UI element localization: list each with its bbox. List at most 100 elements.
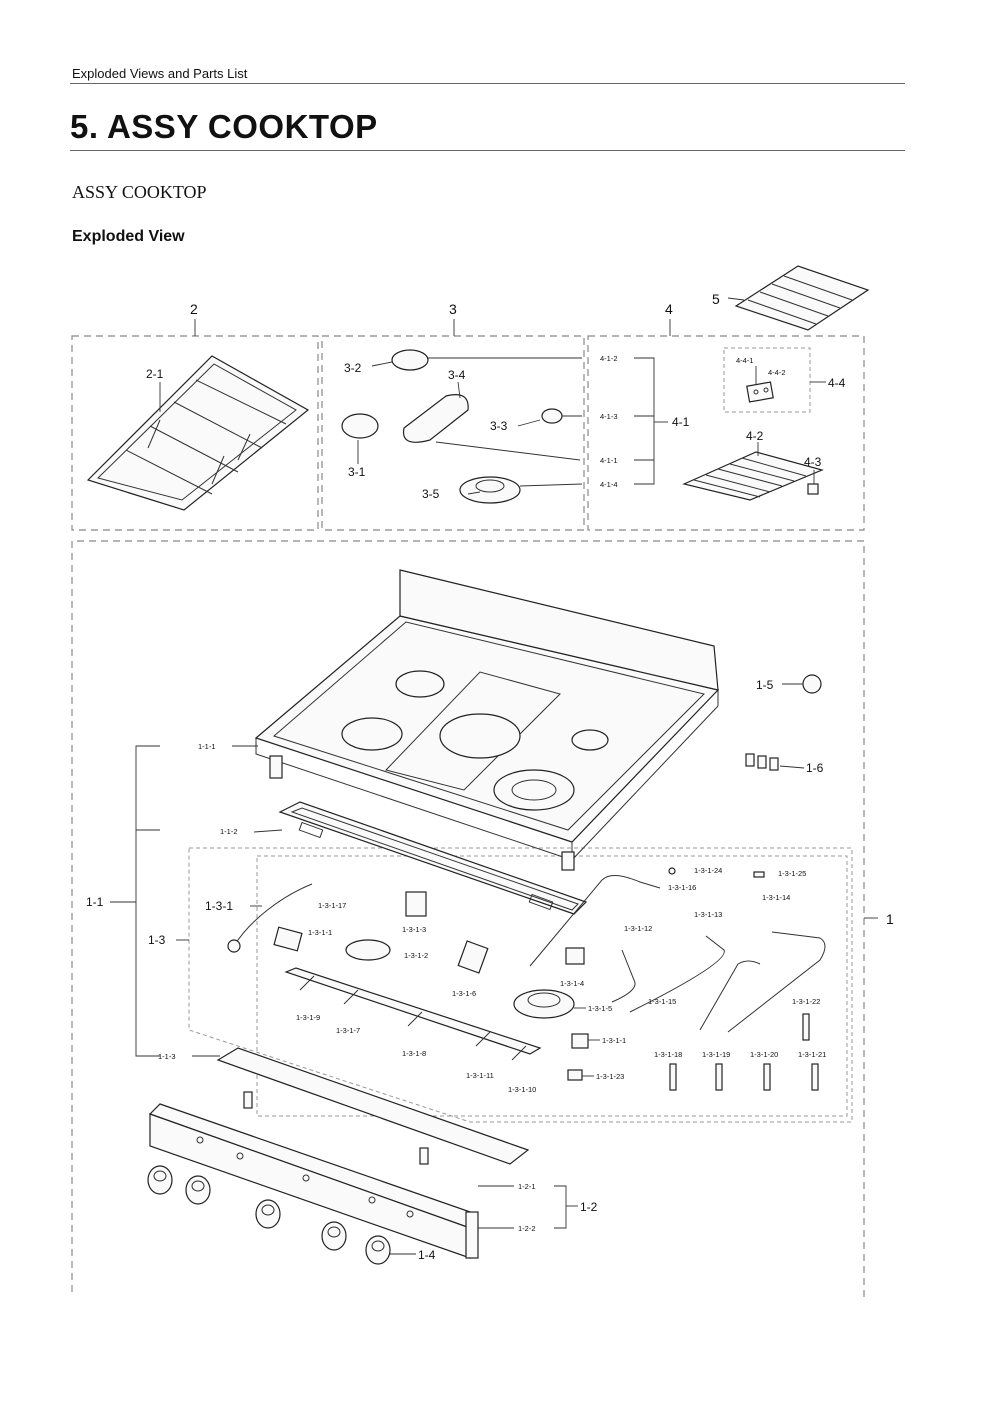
label-4-1-2: 4-1-2 bbox=[600, 354, 618, 363]
label-1-2-2: 1-2-2 bbox=[518, 1224, 536, 1233]
label-1-3-1-5: 1-3-1-5 bbox=[588, 1004, 612, 1013]
label-1-3-1-1b: 1-3-1-1 bbox=[602, 1036, 626, 1045]
label-1-3-1-19: 1-3-1-19 bbox=[702, 1050, 730, 1059]
group-box-4 bbox=[587, 335, 865, 531]
knob-5 bbox=[365, 1235, 391, 1265]
knob-3 bbox=[255, 1199, 281, 1229]
label-1-3-1-16: 1-3-1-16 bbox=[668, 883, 696, 892]
label-3-1: 3-1 bbox=[348, 465, 366, 479]
label-1-3-1-7: 1-3-1-7 bbox=[336, 1026, 360, 1035]
part-4-3 bbox=[807, 483, 819, 495]
label-1-3-1-8: 1-3-1-8 bbox=[402, 1049, 426, 1058]
label-group-4: 4 bbox=[665, 301, 673, 317]
grate-2-1 bbox=[86, 355, 310, 511]
label-1-3-1-3: 1-3-1-3 bbox=[402, 925, 426, 934]
cap-3-3 bbox=[541, 408, 563, 424]
label-4-4-2: 4-4-2 bbox=[768, 368, 786, 377]
label-1-3-1-6: 1-3-1-6 bbox=[452, 989, 476, 998]
tube-1-3-1-13 bbox=[629, 935, 725, 1013]
part-1-3-1-1b bbox=[571, 1033, 589, 1049]
valve-1-3-1-2 bbox=[345, 939, 391, 961]
tube-1-3-1-12 bbox=[611, 949, 636, 1003]
label-4-1: 4-1 bbox=[672, 415, 690, 429]
label-1-3-1-18: 1-3-1-18 bbox=[654, 1050, 682, 1059]
label-1-3-1-24: 1-3-1-24 bbox=[694, 866, 722, 875]
electrode-1-3-1-19 bbox=[715, 1063, 723, 1091]
oval-cap-3-4 bbox=[402, 394, 469, 443]
manifold-1-3-1 bbox=[227, 883, 542, 1061]
label-1-2: 1-2 bbox=[580, 1200, 598, 1214]
label-4-1-1: 4-1-1 bbox=[600, 456, 618, 465]
rack-5 bbox=[734, 265, 870, 331]
label-1-1-2: 1-1-2 bbox=[220, 827, 238, 836]
part-1-3-1-24 bbox=[668, 867, 676, 875]
label-3-3: 3-3 bbox=[490, 419, 508, 433]
electrode-1-3-1-22 bbox=[802, 1013, 810, 1041]
knob-1 bbox=[147, 1165, 173, 1195]
label-1-3-1-2: 1-3-1-2 bbox=[404, 951, 428, 960]
part-labels: 2 3 4 5 1 2-1 3-2 3-4 3-3 3-1 3-5 4-1-2 … bbox=[86, 291, 894, 1262]
part-1-6 bbox=[745, 753, 779, 771]
label-4-1-3: 4-1-3 bbox=[600, 412, 618, 421]
label-4-4: 4-4 bbox=[828, 376, 846, 390]
part-1-3-1-4 bbox=[565, 947, 585, 965]
label-4-3: 4-3 bbox=[804, 455, 822, 469]
subtitle: ASSY COOKTOP bbox=[72, 182, 207, 202]
knob-4 bbox=[321, 1221, 347, 1251]
electrode-1-3-1-18 bbox=[669, 1063, 677, 1091]
label-1-3-1-20: 1-3-1-20 bbox=[750, 1050, 778, 1059]
label-group-5: 5 bbox=[712, 291, 720, 307]
label-1-3-1-4: 1-3-1-4 bbox=[560, 979, 584, 988]
tube-1-3-1-14 bbox=[727, 931, 826, 1033]
label-1-3-1-9: 1-3-1-9 bbox=[296, 1013, 320, 1022]
title-rule bbox=[70, 150, 905, 151]
label-group-3: 3 bbox=[449, 301, 457, 317]
label-1-3-1: 1-3-1 bbox=[205, 899, 233, 913]
label-1-3: 1-3 bbox=[148, 933, 166, 947]
part-4-4-2 bbox=[746, 381, 774, 403]
part-1-3-1-25 bbox=[753, 871, 765, 878]
label-3-5: 3-5 bbox=[422, 487, 440, 501]
label-1-3-1-25: 1-3-1-25 bbox=[778, 869, 806, 878]
cooktop-1-1-1 bbox=[254, 569, 720, 871]
valve-1-3-1-6 bbox=[457, 940, 489, 974]
bracket-1-1-3 bbox=[216, 1047, 530, 1165]
running-header: Exploded Views and Parts List bbox=[72, 66, 248, 81]
label-1-2-1: 1-2-1 bbox=[518, 1182, 536, 1191]
label-1-6: 1-6 bbox=[806, 761, 824, 775]
label-1-3-1-1a: 1-3-1-1 bbox=[308, 928, 332, 937]
label-4-4-1: 4-4-1 bbox=[736, 356, 754, 365]
label-1-3-1-11: 1-3-1-11 bbox=[466, 1071, 494, 1080]
label-4-1-4: 4-1-4 bbox=[600, 480, 618, 489]
label-1-3-1-21: 1-3-1-21 bbox=[798, 1050, 826, 1059]
label-1-3-1-15: 1-3-1-15 bbox=[648, 997, 676, 1006]
tube-1-3-1-16 bbox=[529, 875, 661, 967]
label-3-2: 3-2 bbox=[344, 361, 362, 375]
label-group-2: 2 bbox=[190, 301, 198, 317]
label-1-3-1-23: 1-3-1-23 bbox=[596, 1072, 624, 1081]
knob-2 bbox=[185, 1175, 211, 1205]
label-1-3-1-14: 1-3-1-14 bbox=[762, 893, 790, 902]
label-1-1-1: 1-1-1 bbox=[198, 742, 216, 751]
group-box-4-4 bbox=[723, 347, 811, 413]
label-1-3-1-10: 1-3-1-10 bbox=[508, 1085, 536, 1094]
label-1-4: 1-4 bbox=[418, 1248, 436, 1262]
rack-4-2 bbox=[682, 451, 824, 501]
valve-1-3-1-1 bbox=[273, 926, 303, 952]
control-panel-1-2 bbox=[148, 1103, 479, 1259]
part-1-3-1-23 bbox=[567, 1069, 583, 1081]
label-group-1: 1 bbox=[886, 911, 894, 927]
label-3-4: 3-4 bbox=[448, 368, 466, 382]
label-4-2: 4-2 bbox=[746, 429, 764, 443]
valve-1-3-1-3 bbox=[405, 891, 427, 917]
label-1-1-3: 1-1-3 bbox=[158, 1052, 176, 1061]
part-1-5 bbox=[802, 674, 822, 694]
label-1-3-1-17: 1-3-1-17 bbox=[318, 901, 346, 910]
electrode-1-3-1-20 bbox=[763, 1063, 771, 1091]
group-box-1-3-1 bbox=[256, 855, 848, 1117]
rail-1-1-2 bbox=[278, 801, 588, 915]
label-1-5: 1-5 bbox=[756, 678, 774, 692]
tube-1-3-1-15 bbox=[699, 960, 761, 1031]
label-1-3-1-22: 1-3-1-22 bbox=[792, 997, 820, 1006]
